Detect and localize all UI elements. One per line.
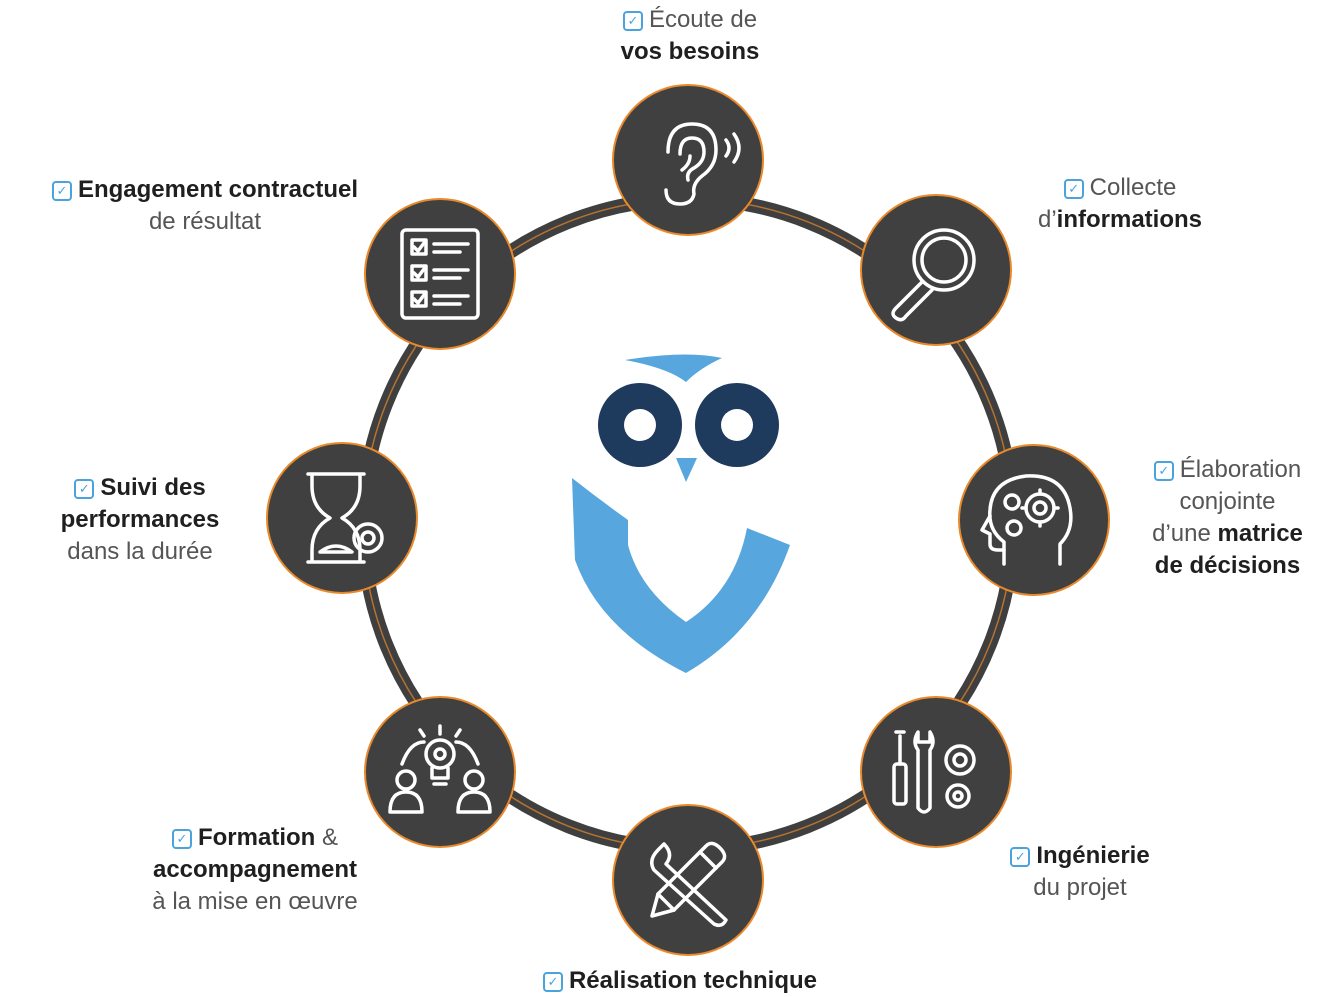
step-label-line: d’une matrice <box>1120 518 1335 550</box>
step-node-collecte <box>860 194 1012 346</box>
checklist-icon <box>400 228 480 320</box>
step-node-circle <box>612 804 764 956</box>
step-label-text: & <box>315 824 338 851</box>
step-label-line: de décisions <box>1120 550 1335 582</box>
checkbox-icon: ✓ <box>51 181 72 201</box>
step-label-text: Écoute de <box>648 6 758 33</box>
step-label-emphasis: matrice <box>1217 520 1303 547</box>
step-node-circle <box>860 696 1012 848</box>
wrench-pencil-icon <box>650 841 728 928</box>
step-label-line: accompagnement <box>100 854 410 886</box>
step-label-emphasis: Suivi des <box>100 474 206 501</box>
checkbox-icon: ✓ <box>1010 847 1031 867</box>
checkbox-icon: ✓ <box>171 829 192 849</box>
step-label-text: à la mise en œuvre <box>152 888 358 915</box>
brain-gears-icon <box>980 474 1073 566</box>
step-label-line: de résultat <box>0 206 410 238</box>
step-label-line: à la mise en œuvre <box>100 886 410 918</box>
step-node-circle <box>364 696 516 848</box>
magnifier-icon <box>891 228 976 322</box>
step-label-line: ✓Collecte <box>990 172 1250 204</box>
step-label-text: d’ <box>1037 206 1057 233</box>
owl-right-pupil <box>721 409 753 441</box>
step-label-emphasis: performances <box>60 506 220 533</box>
hourglass-gear-icon <box>306 472 384 564</box>
step-node-suivi <box>266 442 418 594</box>
step-label-line: ✓Engagement contractuel <box>0 174 410 206</box>
step-label-line: d’informations <box>990 204 1250 236</box>
step-node-elaboration <box>958 444 1110 596</box>
step-label-emphasis: Ingénierie <box>1036 842 1150 869</box>
step-label-line: performances <box>30 504 250 536</box>
step-node-realisation <box>612 804 764 956</box>
step-label-line: conjointe <box>1120 486 1335 518</box>
step-label-emphasis: vos besoins <box>620 38 760 65</box>
step-label-line: ✓Réalisation technique <box>480 965 880 997</box>
checkbox-icon: ✓ <box>74 479 95 499</box>
ear-icon <box>664 122 741 206</box>
owl-shield <box>572 478 790 673</box>
step-label-line: ✓Formation & <box>100 822 410 854</box>
step-node-ingenierie <box>860 696 1012 848</box>
step-label-line: ✓Ingénierie <box>960 840 1200 872</box>
checkbox-icon: ✓ <box>622 11 643 31</box>
step-label-text: du projet <box>1033 874 1127 901</box>
step-node-ecoute <box>612 84 764 236</box>
step-label-text: conjointe <box>1179 488 1276 515</box>
step-label-text: d’une <box>1152 520 1218 547</box>
step-label-line: ✓Élaboration <box>1120 454 1335 486</box>
step-label-line: dans la durée <box>30 536 250 568</box>
step-label-line: vos besoins <box>560 36 820 68</box>
step-node-engagement <box>364 198 516 350</box>
step-label-realisation: ✓Réalisation technique <box>480 965 880 997</box>
step-label-line: du projet <box>960 872 1200 904</box>
step-label-text: Élaboration <box>1179 456 1302 483</box>
owl-logo <box>572 354 790 673</box>
checkbox-icon: ✓ <box>542 972 563 992</box>
owl-left-pupil <box>624 409 656 441</box>
step-label-emphasis: accompagnement <box>152 856 358 883</box>
step-label-text: dans la durée <box>67 538 213 565</box>
step-label-emphasis: de décisions <box>1154 552 1301 579</box>
step-node-formation <box>364 696 516 848</box>
step-label-line: ✓Suivi des <box>30 472 250 504</box>
checkbox-icon: ✓ <box>1153 461 1174 481</box>
step-label-line: ✓Écoute de <box>560 4 820 36</box>
checkbox-icon: ✓ <box>1063 179 1084 199</box>
step-label-emphasis: Engagement contractuel <box>77 176 359 203</box>
owl-beak <box>676 458 697 482</box>
step-label-emphasis: informations <box>1056 206 1203 233</box>
tools-gears-icon <box>892 730 976 814</box>
step-label-emphasis: Réalisation technique <box>568 967 818 994</box>
team-idea-icon <box>388 724 492 814</box>
step-label-emphasis: Formation <box>197 824 316 851</box>
owl-brow <box>625 354 722 382</box>
step-node-circle <box>860 194 1012 346</box>
step-label-text: Collecte <box>1089 174 1177 201</box>
step-label-text: de résultat <box>148 208 262 235</box>
